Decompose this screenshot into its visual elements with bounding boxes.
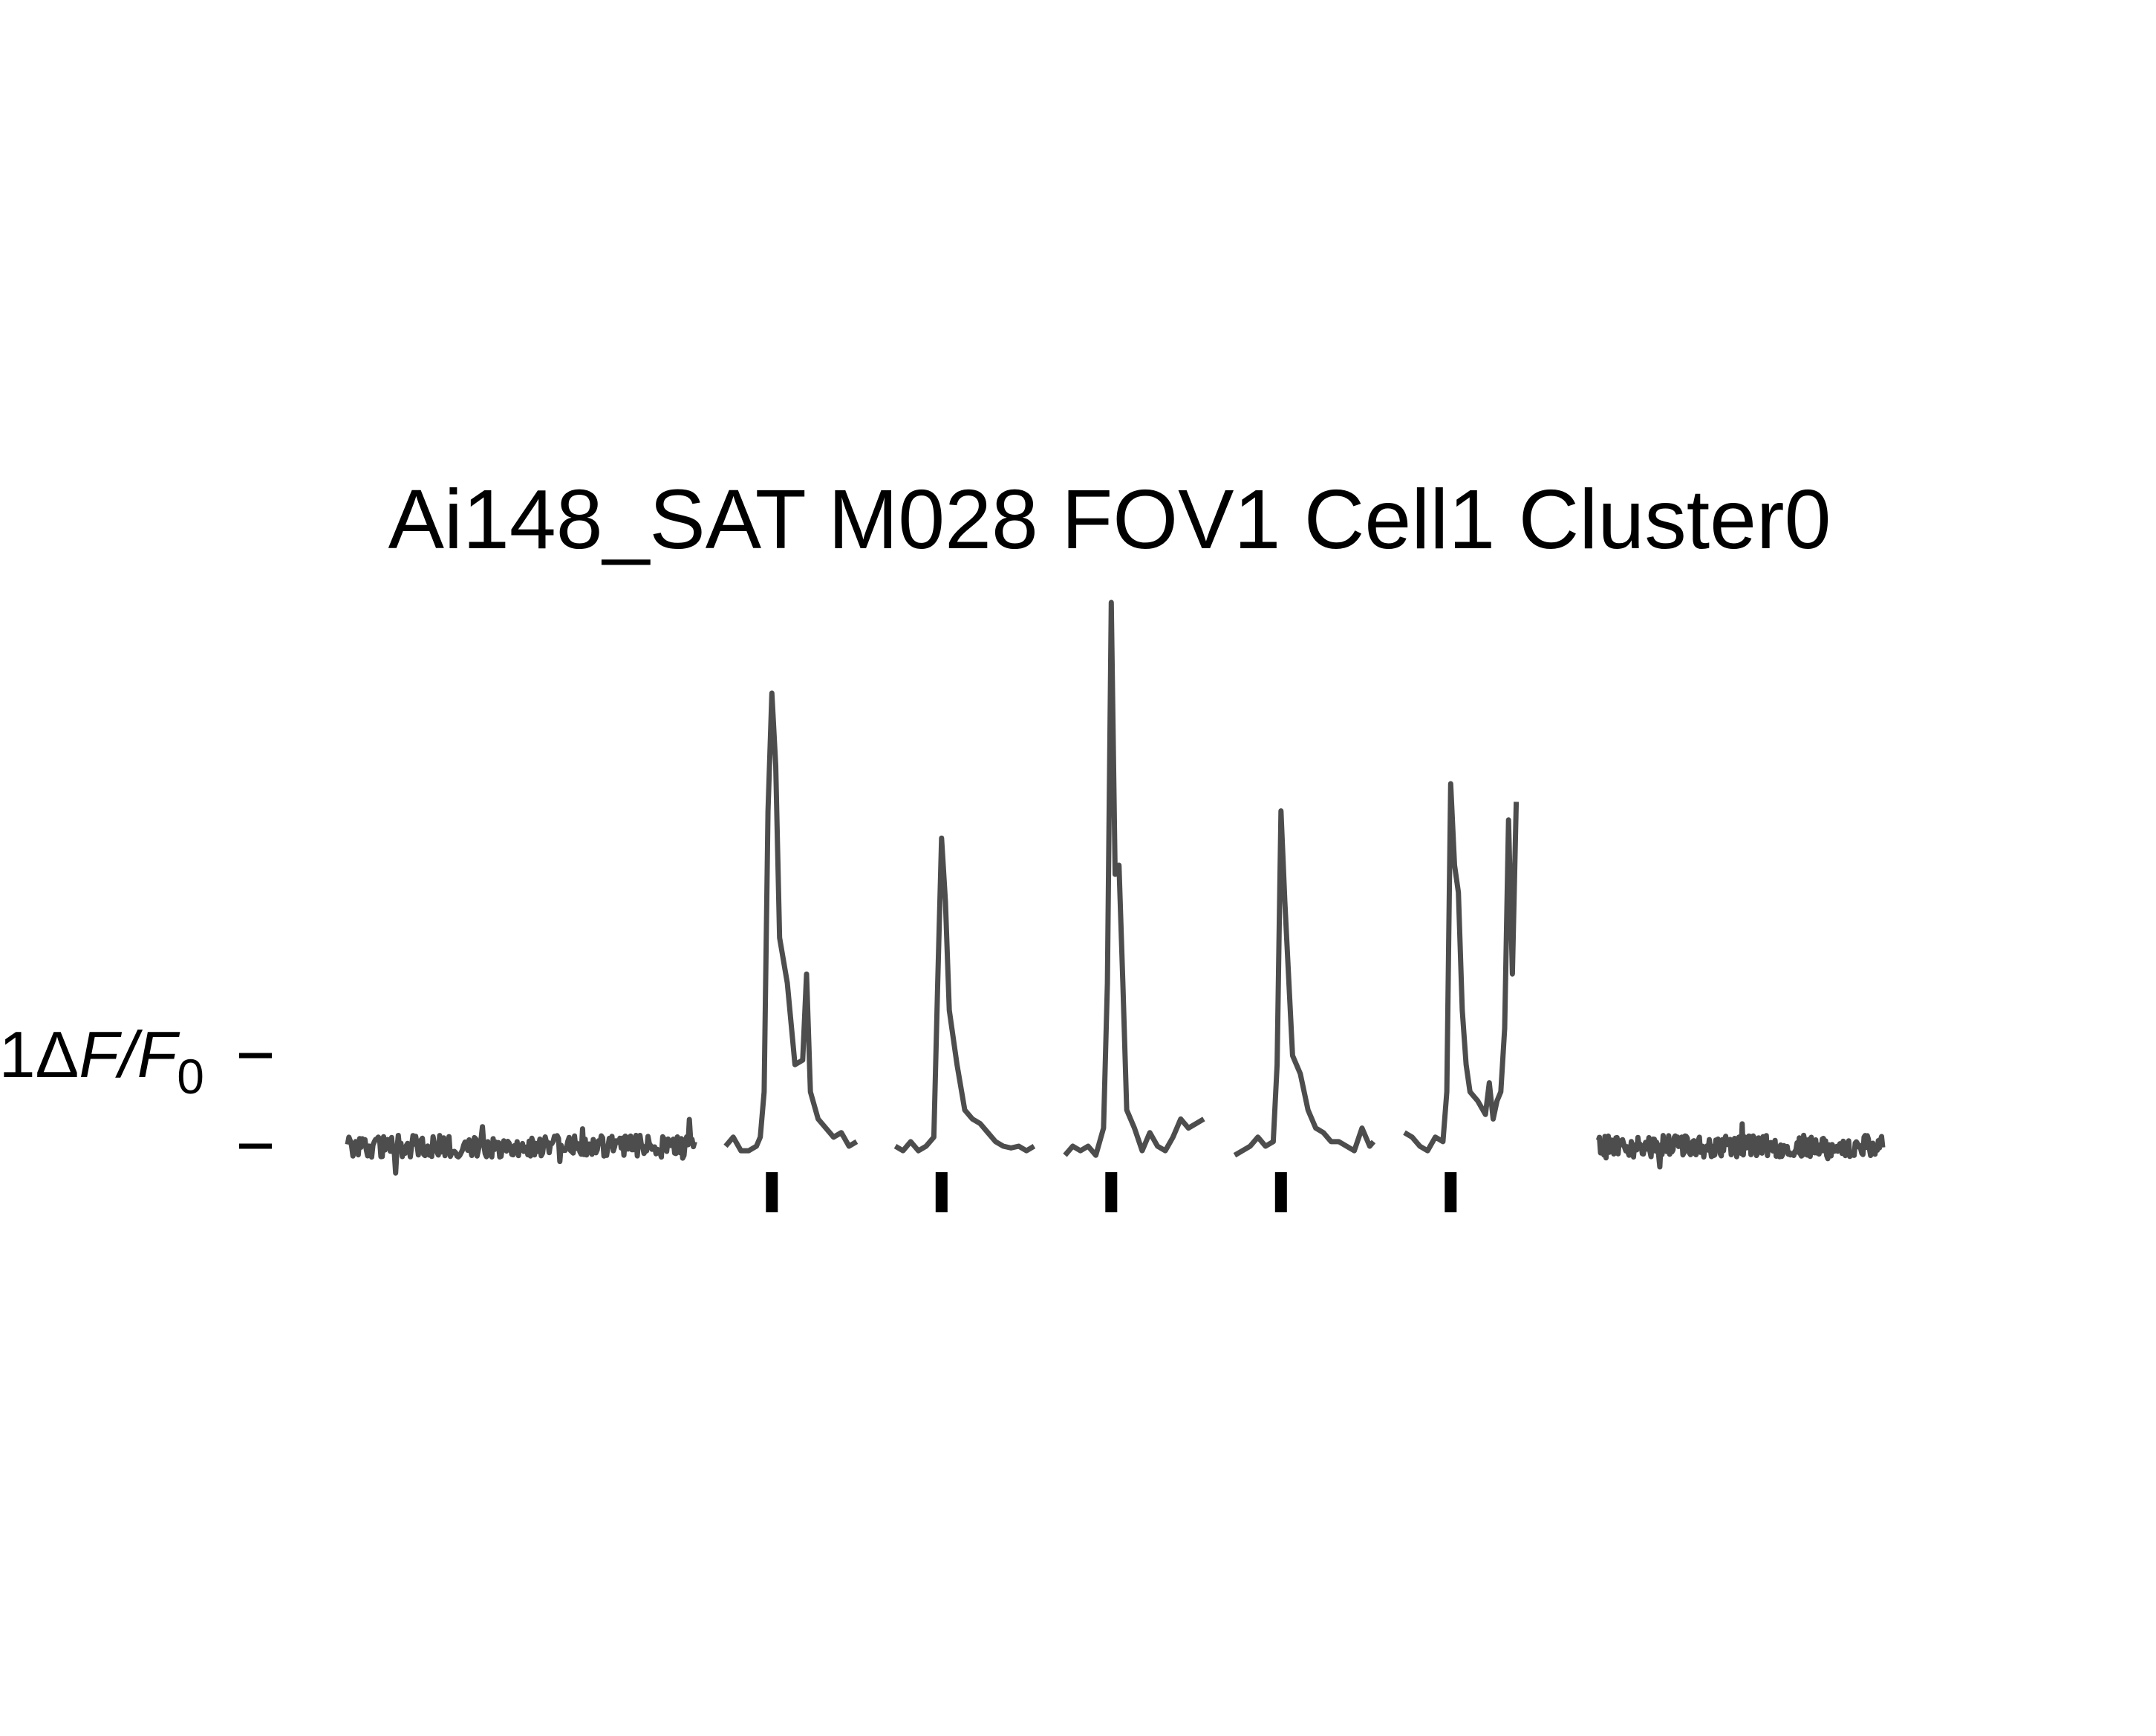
stimulus-marker-trial-5: [1445, 1172, 1457, 1212]
scale-bar-label-f0: F: [137, 1018, 180, 1091]
trace-trial-3: [1063, 599, 1205, 1158]
scale-bar-label-delta: Δ: [36, 1018, 79, 1091]
trace-trial-4: [1233, 808, 1376, 1158]
trace-group: [345, 599, 1886, 1176]
chart-title: Ai148_SAT M028 FOV1 Cell1 Cluster0: [388, 472, 1831, 566]
stimulus-marker-group: [766, 1172, 1457, 1212]
scale-bar-label-subscript: 0: [177, 1049, 204, 1104]
stimulus-marker-trial-4: [1274, 1172, 1287, 1212]
trace-baseline-pre: [345, 1116, 697, 1176]
stimulus-marker-trial-2: [935, 1172, 948, 1212]
trace-trial-5: [1403, 781, 1520, 1154]
scale-bar-label-prefix: 1: [0, 1018, 36, 1091]
trace-trial-1: [723, 690, 859, 1154]
scale-bar-label: 1ΔF/F0: [0, 1018, 204, 1104]
scale-bar: 1ΔF/F0: [0, 1018, 272, 1149]
stimulus-marker-trial-1: [766, 1172, 778, 1212]
trace-baseline-post: [1595, 1121, 1886, 1170]
stimulus-marker-trial-3: [1105, 1172, 1118, 1212]
trace-trial-2: [893, 835, 1036, 1154]
scale-bar-label-f: F: [79, 1018, 122, 1091]
